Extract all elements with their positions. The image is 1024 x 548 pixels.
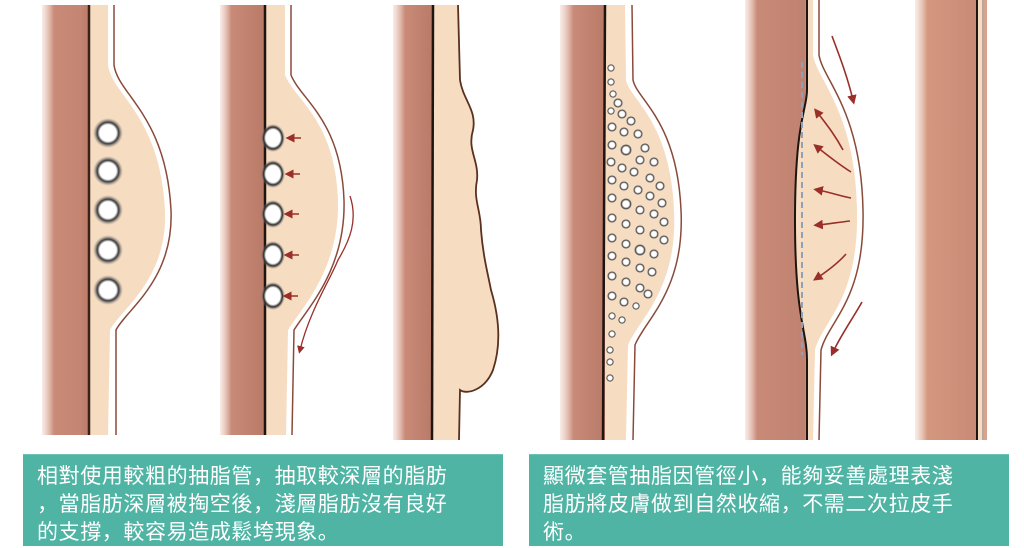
sagging-result-illustration (393, 4, 500, 441)
sag-arrow (297, 195, 354, 354)
skin-line (113, 5, 172, 435)
cannula-holes (261, 124, 285, 310)
caption-micro-cannula: 顯微套管抽脂因管徑小，能夠妥善處理表淺 脂肪將皮膚做到自然收縮，不需二次拉皮手 … (529, 454, 1009, 546)
caption-left-line1: 相對使用較粗的抽脂管，抽取較深層的脂肪 (37, 464, 448, 488)
cannula-holes (93, 118, 123, 305)
caption-right-line3: 術。 (543, 520, 587, 544)
panel-thick-cannula (20, 0, 200, 445)
muscle-layer (42, 5, 90, 435)
panel-micro-cannula (550, 0, 730, 445)
deep-emptied-illustration (220, 5, 354, 436)
caption-right-line2: 脂肪將皮膚做到自然收縮，不需二次拉皮手 (543, 492, 954, 516)
fat-layer (89, 5, 166, 435)
flat-result-illustration (915, 0, 987, 440)
caption-left-line2: ，當脂肪深層被掏空後，淺層脂肪沒有良好 (37, 492, 448, 516)
inward-arrows (282, 133, 354, 354)
caption-right-line1: 顯微套管抽脂因管徑小，能夠妥善處理表淺 (543, 464, 954, 488)
caption-left-line3: 的支撐，較容易造成鬆垮現象。 (37, 520, 340, 544)
panel-skin-contraction (735, 0, 900, 445)
caption-thick-cannula: 相對使用較粗的抽脂管，抽取較深層的脂肪 ，當脂肪深層被掏空後，淺層脂肪沒有良好 … (23, 454, 503, 546)
micro-cannula-illustration (560, 4, 682, 441)
thick-cannula-illustration (42, 5, 172, 435)
panel-deep-emptied (210, 0, 380, 445)
panel-sagging-result (385, 0, 525, 445)
skin-contraction-illustration (745, 0, 864, 441)
micro-holes (606, 64, 669, 382)
contraction-arrows (813, 35, 863, 357)
uneven-skin-line (457, 4, 500, 441)
panel-flat-result (905, 0, 1015, 445)
